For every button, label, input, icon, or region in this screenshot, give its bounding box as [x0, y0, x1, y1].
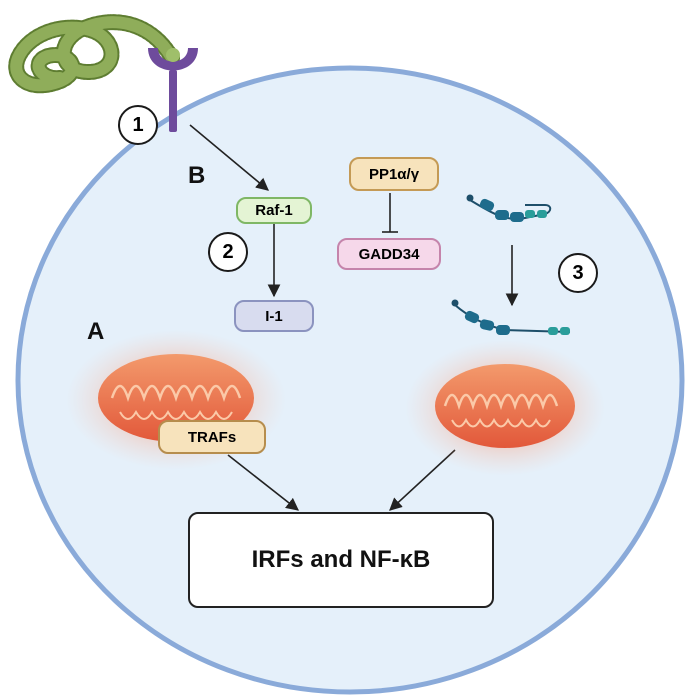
filovirus-icon — [8, 14, 180, 94]
panel-label-b: B — [188, 162, 206, 189]
node-trafs: TRAFs — [158, 420, 266, 454]
mitochondrion-icon — [405, 340, 605, 476]
node-i1: I-1 — [234, 300, 314, 332]
step-1-marker: 1 — [118, 105, 158, 145]
panel-label-a: A — [87, 318, 105, 345]
arrow-mito-a-to-outcome — [227, 454, 300, 511]
node-pp1: PP1α/γ — [349, 157, 439, 191]
step-2-marker: 2 — [208, 232, 248, 272]
arrow-receptor-to-raf1 — [189, 124, 269, 191]
node-gadd34: GADD34 — [337, 238, 441, 270]
cell-body — [15, 65, 685, 695]
receptor-icon — [148, 48, 198, 132]
step-3-marker: 3 — [558, 253, 598, 293]
inhibition-pp1-gadd34 — [382, 193, 398, 233]
protein-chain-icon — [451, 299, 571, 335]
node-raf1: Raf-1 — [236, 197, 312, 224]
outcome-box: IRFs and NF-κB — [188, 512, 494, 608]
protein-chain-icon — [466, 194, 552, 222]
